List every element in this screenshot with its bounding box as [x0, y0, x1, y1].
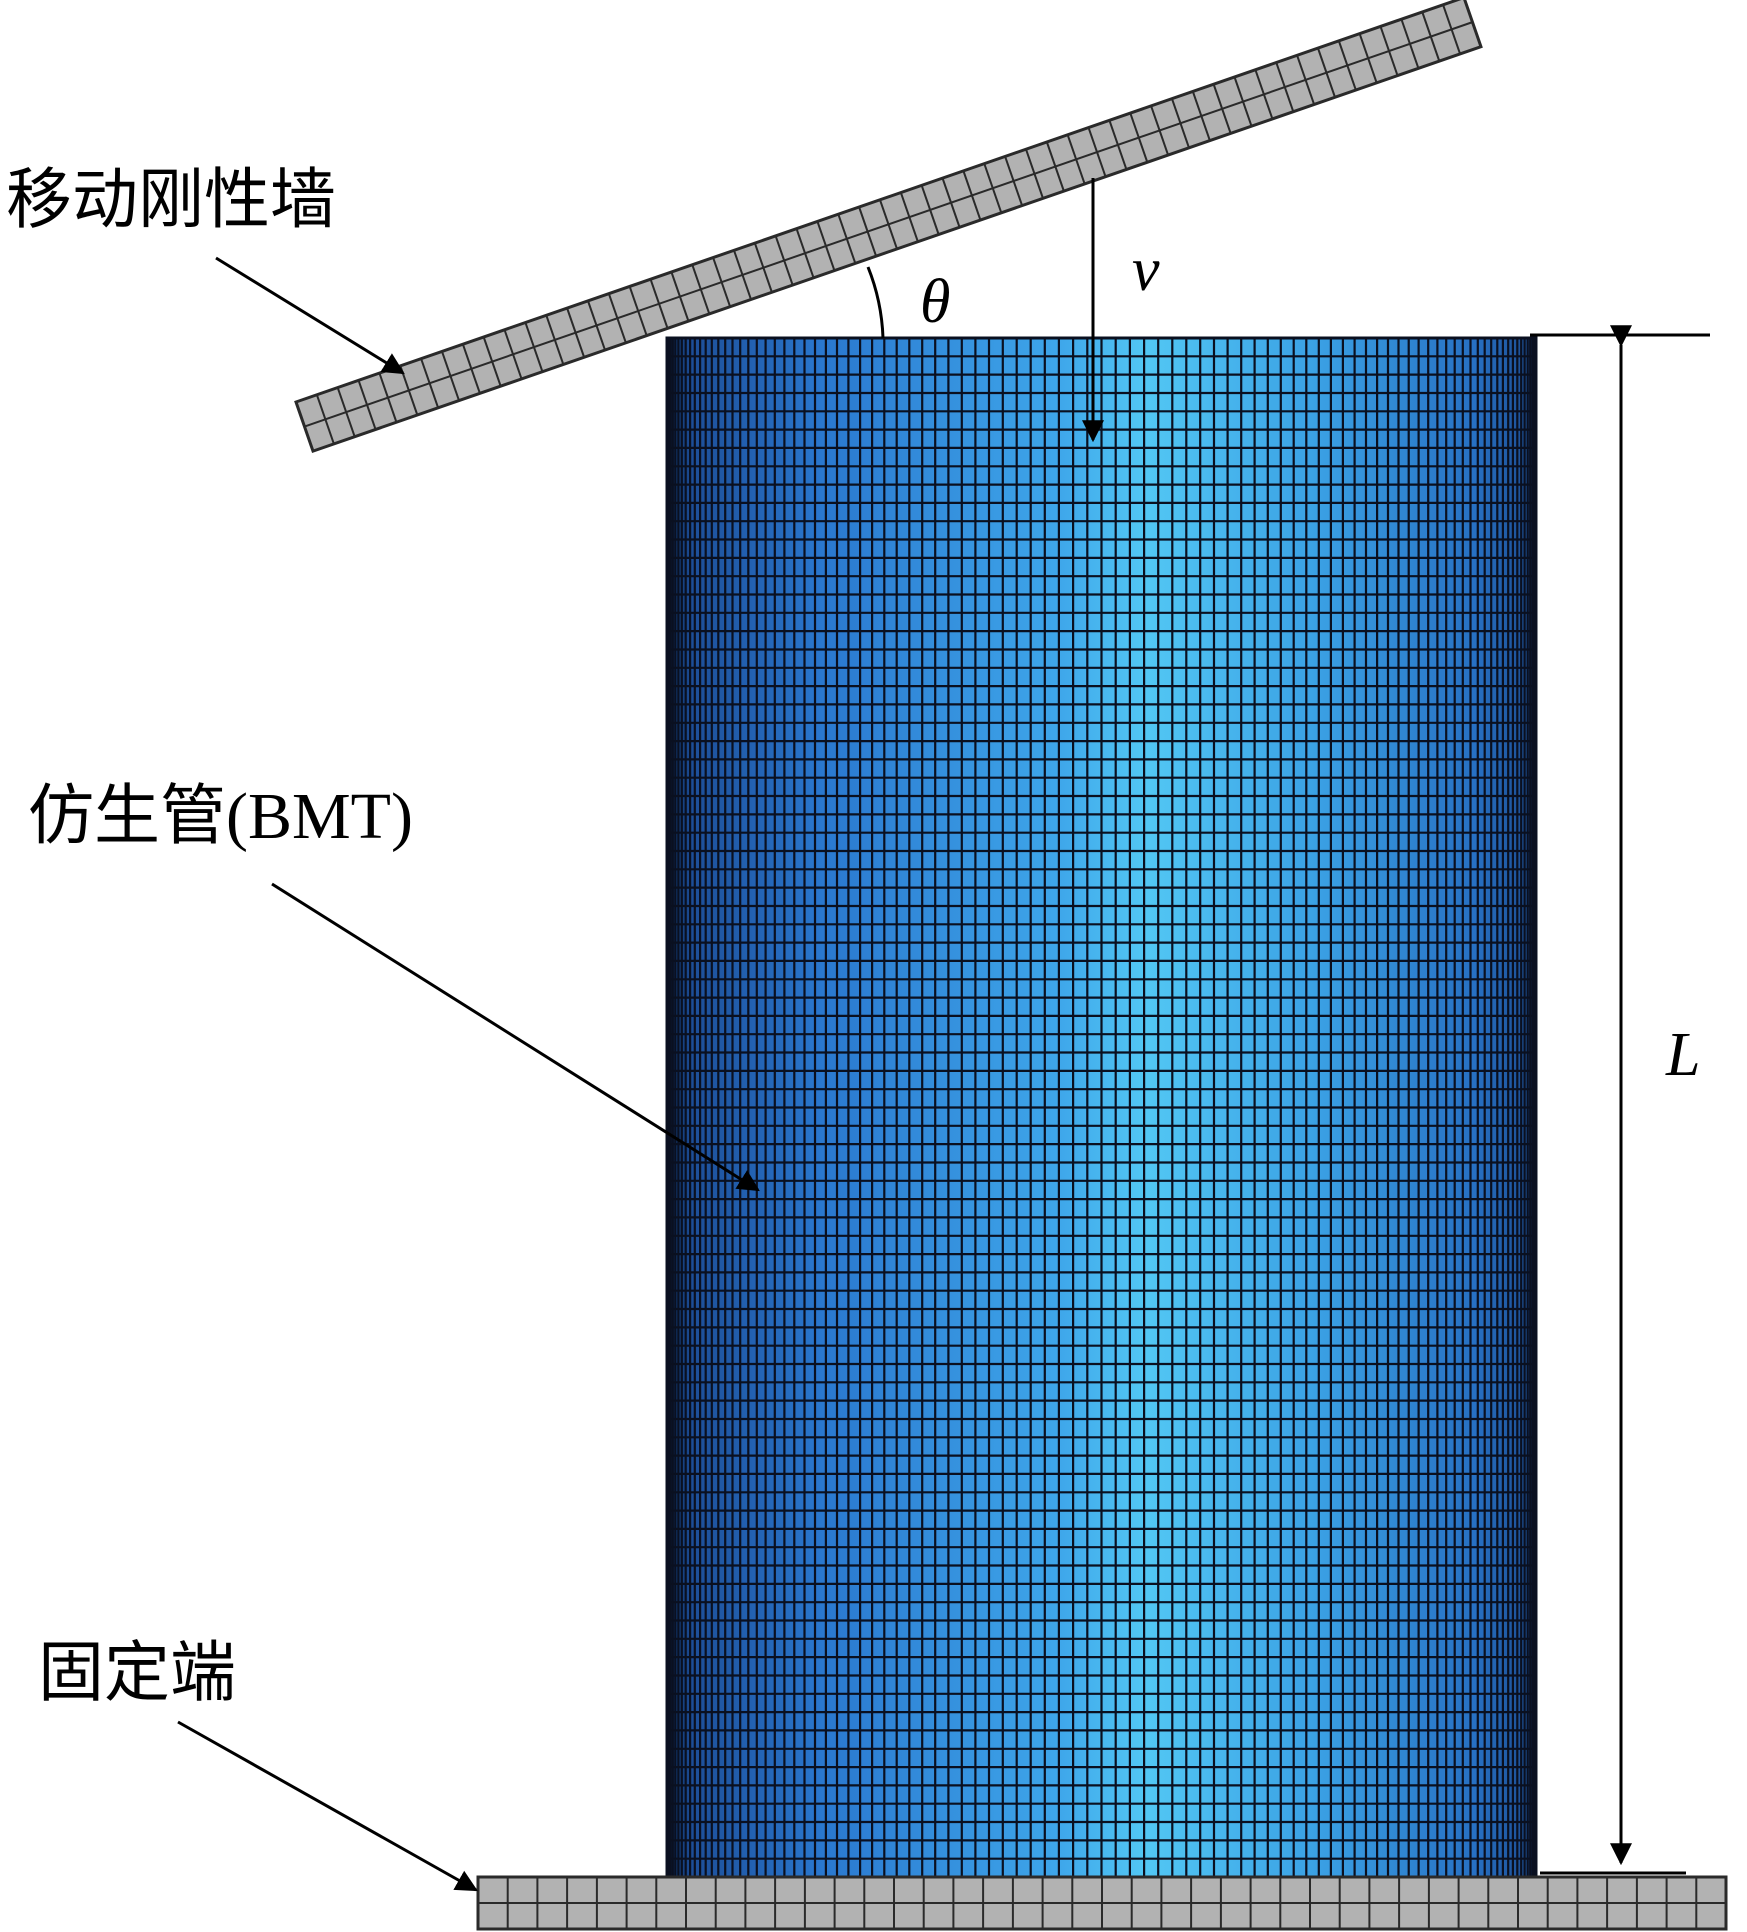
base-grid [478, 1877, 1726, 1929]
bionic-tube [665, 336, 1538, 1879]
velocity-symbol: v [1132, 236, 1160, 304]
fixed-end-label: 固定端 [38, 1634, 236, 1711]
fixed-end-leader-arrow [177, 1720, 478, 1892]
angle-symbol: θ [920, 268, 950, 336]
moving-rigid-wall [294, 0, 1483, 454]
moving-wall-leader-arrow [215, 256, 405, 375]
moving-wall-label: 移动刚性墙 [6, 161, 336, 238]
length-symbol: L [1665, 1021, 1700, 1089]
tube-mesh [666, 338, 1537, 1877]
wall-grid [304, 4, 1473, 445]
angle-arc [866, 266, 885, 339]
fixed-end-plate [476, 1875, 1728, 1931]
tube-label: 仿生管(BMT) [28, 780, 413, 853]
tube-leader-arrow [271, 882, 760, 1192]
